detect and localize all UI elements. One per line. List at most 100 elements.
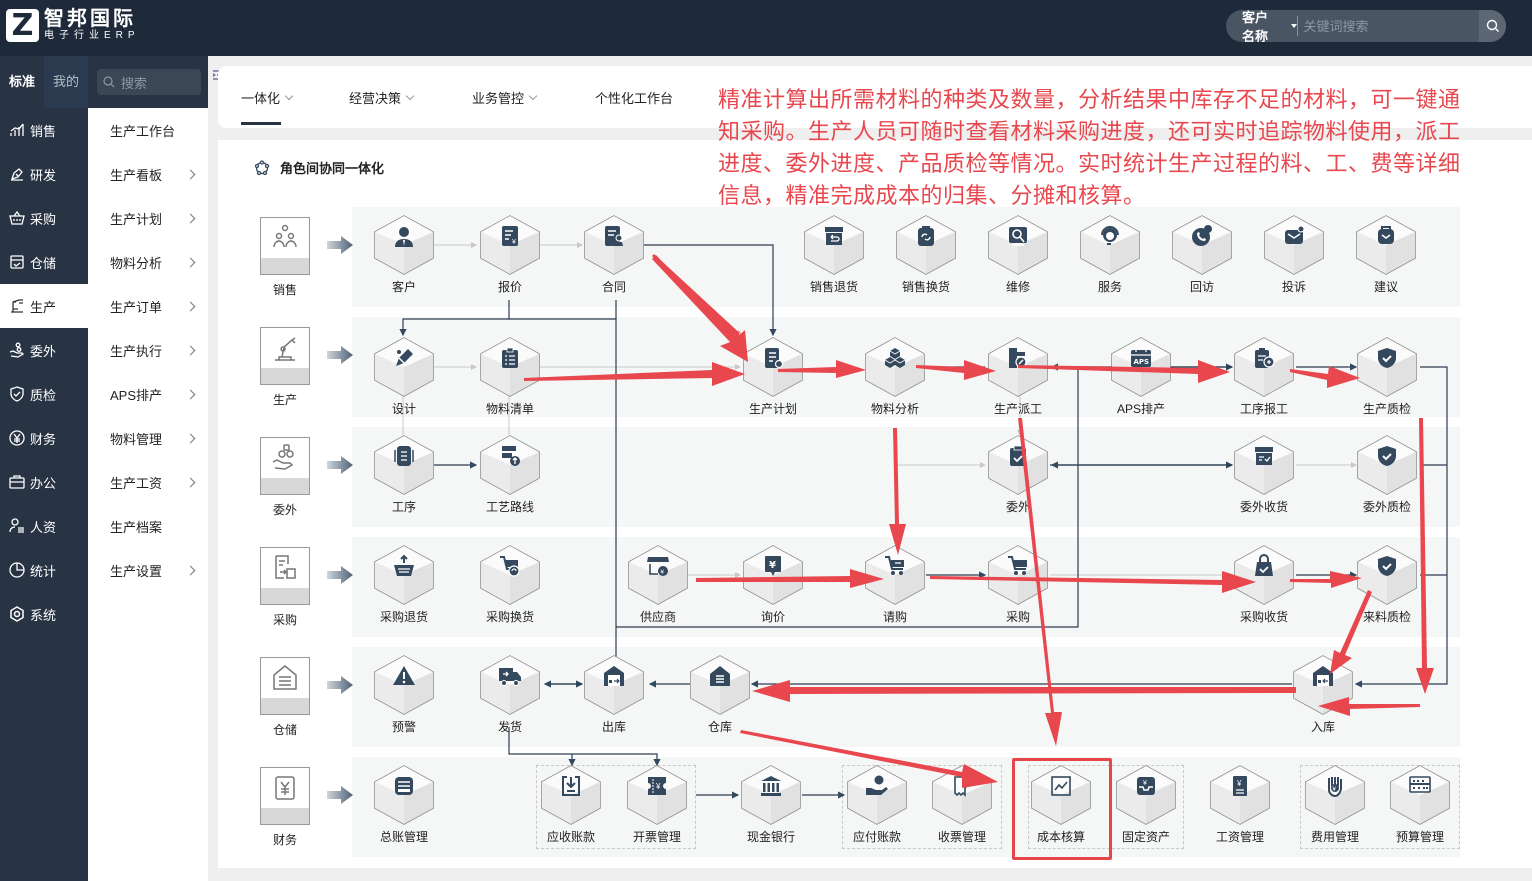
node-general-ledger[interactable]: 总账管理 bbox=[364, 764, 444, 845]
submenu-item-plan[interactable]: 生产计划 bbox=[110, 196, 200, 240]
node-receivables[interactable]: 应收账款 bbox=[531, 764, 611, 845]
tab-integration[interactable]: 一体化 bbox=[241, 88, 294, 107]
chevron-right-icon bbox=[185, 169, 196, 179]
node-payables[interactable]: 应付账款 bbox=[837, 764, 917, 845]
node-quote[interactable]: ¥ 报价 bbox=[470, 214, 550, 295]
node-cost-accounting[interactable]: 成本核算 bbox=[1021, 764, 1101, 845]
role-finance[interactable]: 财务 bbox=[260, 767, 310, 848]
role-outsource[interactable]: 委外 bbox=[260, 437, 310, 518]
node-invoicing[interactable]: ¥ 开票管理 bbox=[617, 764, 697, 845]
node-suggestion[interactable]: 建议 bbox=[1346, 214, 1426, 295]
submenu-item-aps[interactable]: APS排产 bbox=[110, 372, 200, 416]
node-production-qc[interactable]: 生产质检 bbox=[1347, 336, 1427, 417]
node-incoming-qc[interactable]: 来料质检 bbox=[1347, 544, 1427, 625]
node-route[interactable]: 工艺路线 bbox=[470, 434, 550, 515]
submenu-item-board[interactable]: 生产看板 bbox=[110, 152, 200, 196]
node-repair[interactable]: 维修 bbox=[978, 214, 1058, 295]
role-warehouse[interactable]: 仓储 bbox=[260, 657, 310, 738]
submenu-item-material-analysis[interactable]: 物料分析 bbox=[110, 240, 200, 284]
exchange-icon bbox=[918, 226, 934, 246]
sidebar-item-sales[interactable]: 销售 bbox=[0, 108, 88, 152]
node-process[interactable]: 工序 bbox=[364, 434, 444, 515]
node-warehouse[interactable]: 仓库 bbox=[680, 654, 760, 735]
node-fixed-assets[interactable]: ¥ 固定资产 bbox=[1106, 764, 1186, 845]
node-expenses[interactable]: ¥ 费用管理 bbox=[1295, 764, 1375, 845]
search-field-selector[interactable]: 客户名称 bbox=[1226, 10, 1297, 42]
shield-check-icon bbox=[1378, 348, 1396, 368]
node-shipping[interactable]: 发货 bbox=[470, 654, 550, 735]
sidebar-item-outsource[interactable]: 委外 bbox=[0, 328, 88, 372]
node-complaint[interactable]: 投诉 bbox=[1254, 214, 1334, 295]
node-contract[interactable]: 合同 bbox=[574, 214, 654, 295]
sidebar-item-system[interactable]: 系统 bbox=[0, 592, 88, 636]
node-cash-bank[interactable]: 现金银行 bbox=[731, 764, 811, 845]
submenu-item-execution[interactable]: 生产执行 bbox=[110, 328, 200, 372]
node-receive-invoice[interactable]: 收票管理 bbox=[922, 764, 1002, 845]
node-purchase[interactable]: 采购 bbox=[978, 544, 1058, 625]
tab-business-decision[interactable]: 经营决策 bbox=[349, 88, 415, 107]
node-sales-exchange[interactable]: 销售换货 bbox=[886, 214, 966, 295]
sidebar-item-hr[interactable]: 人资 bbox=[0, 504, 88, 548]
sidebar-item-production[interactable]: 生产 bbox=[0, 284, 88, 328]
role-sales[interactable]: 销售 bbox=[260, 217, 310, 298]
submenu-item-material-mgmt[interactable]: 物料管理 bbox=[110, 416, 200, 460]
node-purchase-exchange[interactable]: 采购换货 bbox=[470, 544, 550, 625]
node-outsource-qc[interactable]: 委外质检 bbox=[1347, 434, 1427, 515]
search-button[interactable] bbox=[1479, 10, 1506, 42]
node-process-report[interactable]: 工序报工 bbox=[1224, 336, 1304, 417]
node-dispatch[interactable]: 生产派工 bbox=[978, 336, 1058, 417]
production-submenu: 生产工作台 生产看板 生产计划 物料分析 生产订单 生产执行 APS排产 物料管… bbox=[88, 108, 208, 881]
tab-standard[interactable]: 标准 bbox=[8, 74, 35, 89]
svg-text:¥: ¥ bbox=[512, 239, 516, 246]
node-outsource[interactable]: 委外 bbox=[978, 434, 1058, 515]
sidebar-item-storage[interactable]: 仓储 bbox=[0, 240, 88, 284]
node-inquiry[interactable]: ¥ 询价 bbox=[733, 544, 813, 625]
caret-down-icon bbox=[1290, 24, 1297, 28]
node-production-plan[interactable]: 生产计划 bbox=[733, 336, 813, 417]
role-purchase[interactable]: 采购 bbox=[260, 547, 310, 628]
sidebar-item-stats[interactable]: 统计 bbox=[0, 548, 88, 592]
node-inbound[interactable]: 入库 bbox=[1283, 654, 1363, 735]
node-purchase-return[interactable]: 采购退货 bbox=[364, 544, 444, 625]
logo[interactable]: Z 智邦国际 电子行业ERP bbox=[6, 8, 140, 42]
sidebar-item-finance[interactable]: 财务 bbox=[0, 416, 88, 460]
node-sales-return[interactable]: 销售退货 bbox=[794, 214, 874, 295]
node-outbound[interactable]: 出库 bbox=[574, 654, 654, 735]
node-bom[interactable]: 物料清单 bbox=[470, 336, 550, 417]
submenu-item-order[interactable]: 生产订单 bbox=[110, 284, 200, 328]
node-budget[interactable]: 预算管理 bbox=[1380, 764, 1460, 845]
node-alert[interactable]: 预警 bbox=[364, 654, 444, 735]
tab-business-control[interactable]: 业务管控 bbox=[472, 88, 538, 107]
submenu-label: 生产工资 bbox=[110, 475, 163, 491]
sidebar-item-label: 生产 bbox=[30, 299, 57, 315]
tab-mine[interactable]: 我的 bbox=[44, 56, 88, 108]
sidebar-item-purchase[interactable]: 采购 bbox=[0, 196, 88, 240]
node-material-analysis[interactable]: 物料分析 bbox=[855, 336, 935, 417]
submenu-item-wages[interactable]: 生产工资 bbox=[110, 460, 200, 504]
node-customer[interactable]: 客户 bbox=[364, 214, 444, 295]
sidebar-search[interactable]: 搜索 bbox=[97, 69, 201, 95]
role-production[interactable]: 生产 bbox=[260, 327, 310, 408]
node-label: 入库 bbox=[1310, 720, 1335, 734]
sidebar-item-qc[interactable]: 质检 bbox=[0, 372, 88, 416]
submenu-item-workbench[interactable]: 生产工作台 bbox=[110, 108, 200, 152]
sidebar-item-rnd[interactable]: 研发 bbox=[0, 152, 88, 196]
node-purchase-receive[interactable]: 采购收货 bbox=[1224, 544, 1304, 625]
node-service[interactable]: 服务 bbox=[1070, 214, 1150, 295]
node-supplier[interactable]: ¥ 供应商 bbox=[618, 544, 698, 625]
node-design[interactable]: 设计 bbox=[364, 336, 444, 417]
chevron-right-icon bbox=[185, 213, 196, 223]
submenu-item-archive[interactable]: 生产档案 bbox=[110, 504, 200, 548]
node-label: 销售换货 bbox=[901, 280, 950, 294]
node-aps[interactable]: APS APS排产 bbox=[1101, 336, 1181, 417]
node-requisition[interactable]: 请购 bbox=[855, 544, 935, 625]
submenu-item-settings[interactable]: 生产设置 bbox=[110, 548, 200, 592]
node-label: 出库 bbox=[601, 720, 626, 734]
node-follow-up[interactable]: 回访 bbox=[1162, 214, 1242, 295]
keyword-search-input[interactable] bbox=[1297, 10, 1480, 42]
sidebar-search-placeholder: 搜索 bbox=[121, 75, 148, 91]
node-payroll[interactable]: ¥ 工资管理 bbox=[1200, 764, 1280, 845]
node-outsource-receive[interactable]: 委外收货 bbox=[1224, 434, 1304, 515]
tab-personal-workbench[interactable]: 个性化工作台 bbox=[595, 88, 673, 107]
sidebar-item-office[interactable]: 办公 bbox=[0, 460, 88, 504]
